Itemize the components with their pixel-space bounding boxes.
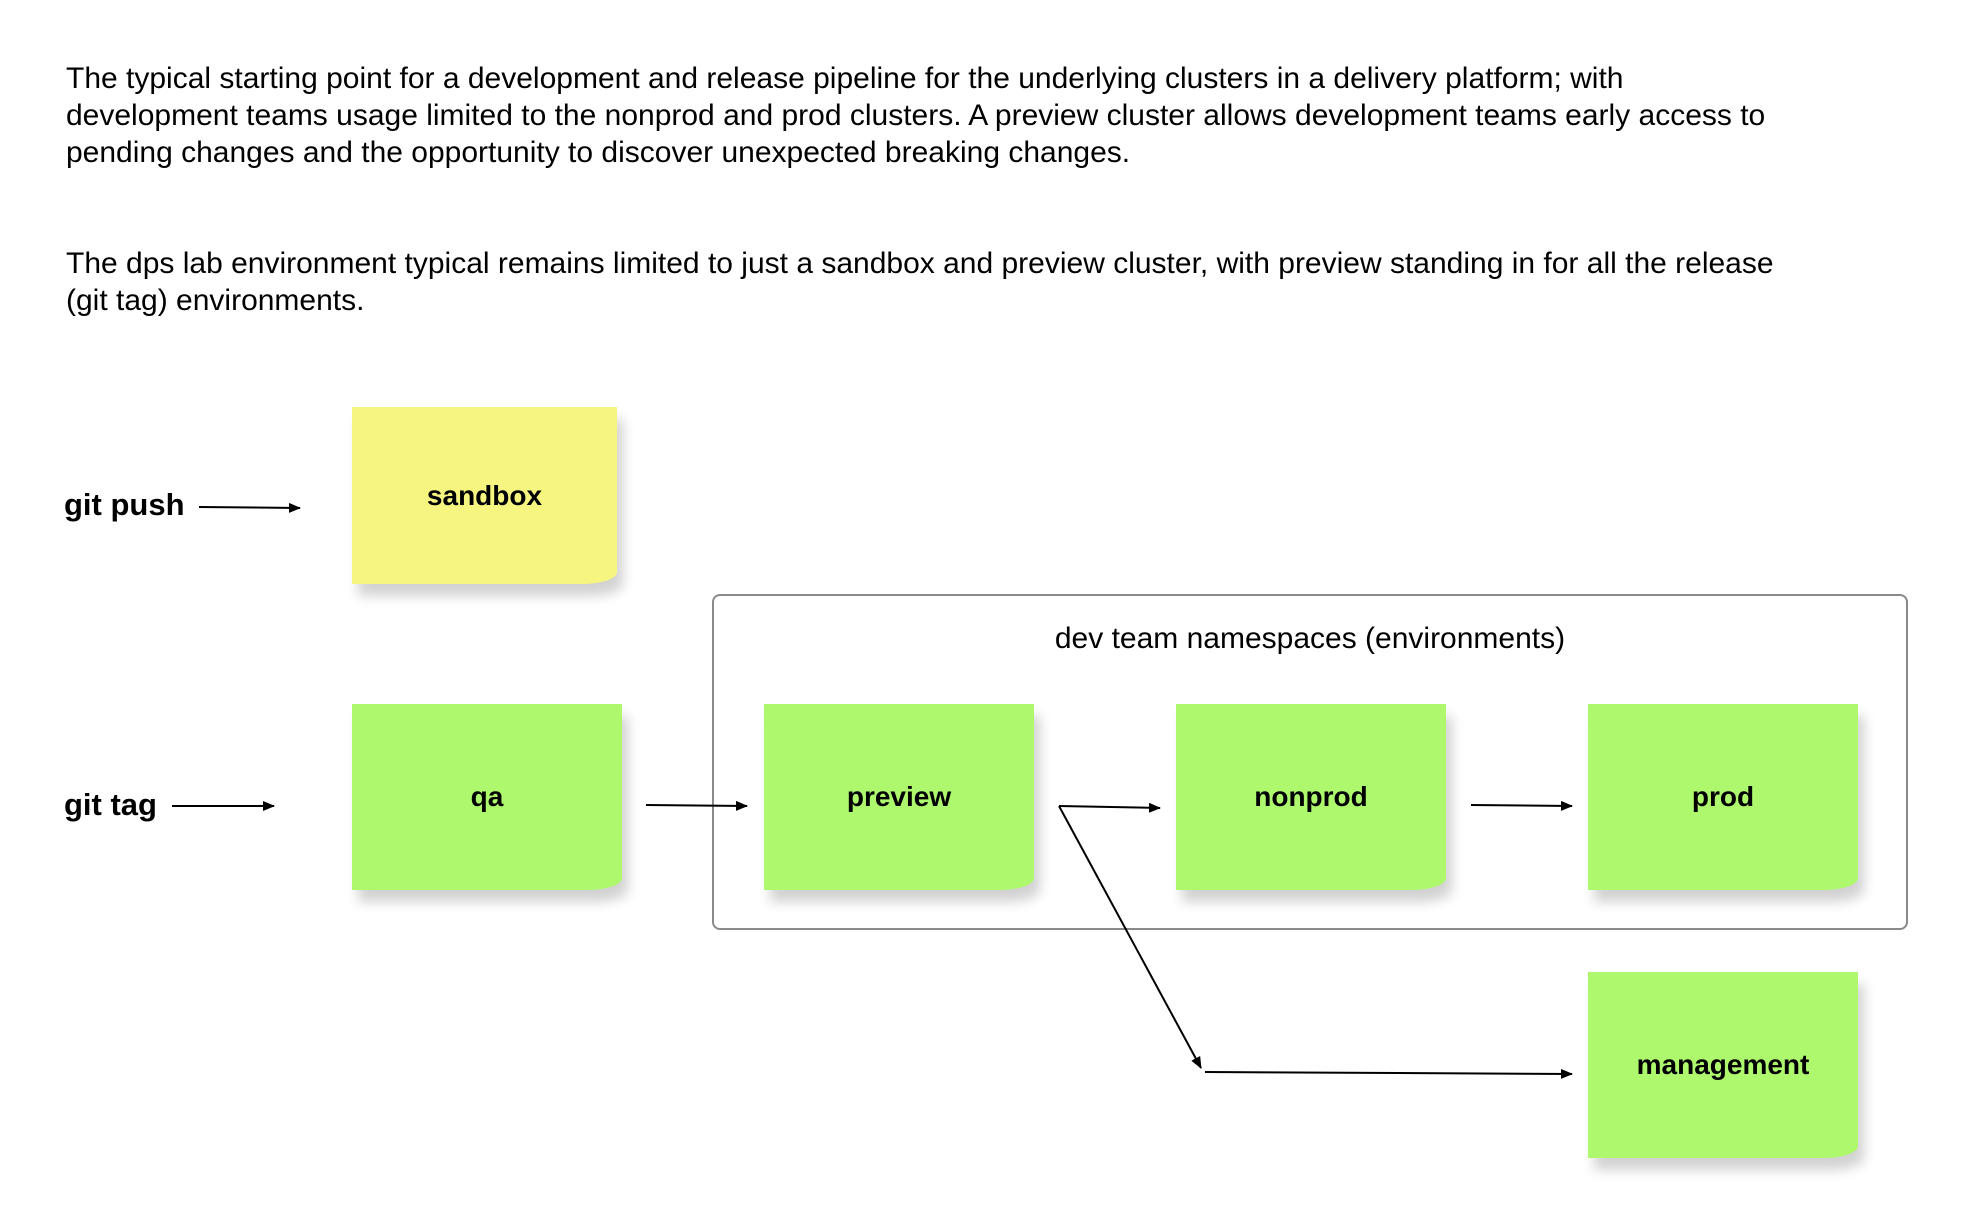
arrow-git-push-to-sandbox bbox=[198, 502, 301, 513]
sandbox-cluster-note: sandbox bbox=[352, 407, 617, 584]
arrow-to-management bbox=[1204, 1068, 1573, 1079]
prod-cluster-label: prod bbox=[1691, 781, 1755, 812]
nonprod-cluster-note: nonprod bbox=[1176, 704, 1446, 890]
qa-cluster-note: qa bbox=[352, 704, 622, 890]
dev-team-namespaces-container: dev team namespaces (environments) bbox=[712, 594, 1908, 930]
intro-paragraph-1: The typical starting point for a develop… bbox=[66, 62, 1766, 169]
intro-paragraph-2: The dps lab environment typical remains … bbox=[66, 247, 1774, 317]
git-tag-label: git tag bbox=[64, 787, 157, 822]
preview-cluster-label: preview bbox=[846, 781, 952, 812]
sandbox-cluster-label: sandbox bbox=[426, 479, 543, 511]
arrow-preview-to-nonprod bbox=[1058, 802, 1161, 813]
git-push-label: git push bbox=[64, 487, 185, 522]
arrow-qa-to-preview bbox=[645, 800, 748, 811]
preview-cluster-note: preview bbox=[764, 704, 1034, 890]
prod-cluster-note: prod bbox=[1588, 704, 1858, 890]
arrow-preview-to-management-diagonal bbox=[1058, 805, 1202, 1069]
management-cluster-label: management bbox=[1636, 1049, 1810, 1080]
qa-cluster-label: qa bbox=[470, 781, 504, 812]
arrow-nonprod-to-prod bbox=[1470, 800, 1573, 811]
nonprod-cluster-label: nonprod bbox=[1254, 781, 1368, 812]
management-cluster-note: management bbox=[1588, 972, 1858, 1158]
container-title: dev team namespaces (environments) bbox=[1054, 622, 1566, 655]
